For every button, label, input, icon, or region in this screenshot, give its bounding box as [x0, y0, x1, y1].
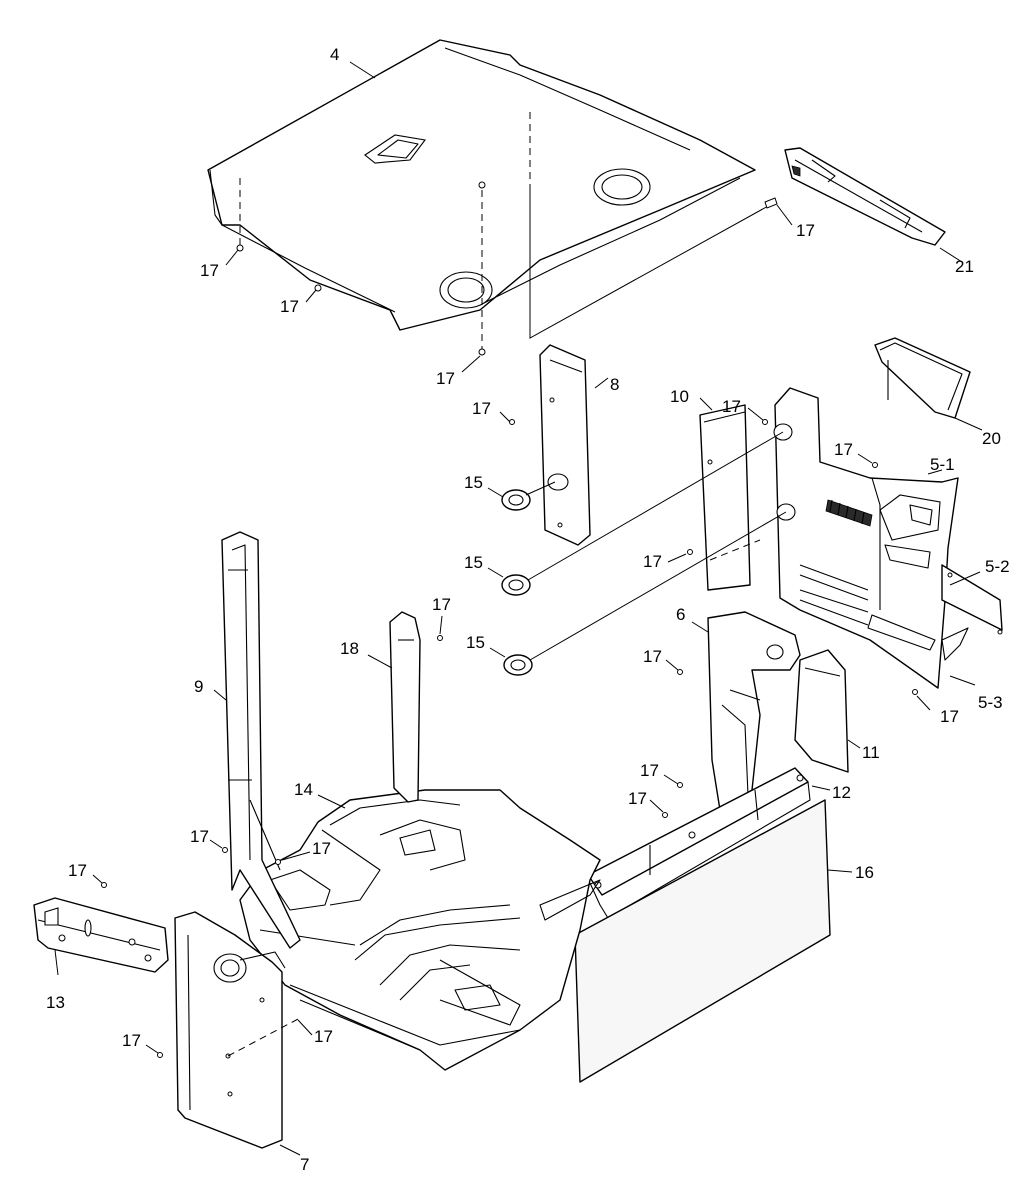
part-15-grommet-middle: [501, 574, 531, 596]
callout-17: 17: [940, 707, 959, 726]
callout-17: 17: [68, 861, 87, 880]
callout-11: 11: [862, 743, 880, 762]
part-4-roof-panel: [207, 39, 756, 331]
callout-8: 8: [610, 375, 619, 394]
fastener-path-line: [227, 1017, 301, 1057]
part-14-floor-mat: [239, 789, 601, 1071]
fastener-clips: [101, 197, 918, 1058]
callout-17: 17: [640, 761, 659, 780]
callout-9: 9: [194, 677, 203, 696]
part-18-pillar-trim: [389, 611, 421, 803]
callout-17: 17: [796, 221, 815, 240]
callout-17: 17: [643, 552, 662, 571]
alignment-line: [529, 190, 771, 339]
part-5-quarter-panel: [773, 387, 1003, 689]
callout-17: 17: [312, 839, 331, 858]
callout-15: 15: [464, 473, 483, 492]
callout-21: 21: [955, 257, 974, 276]
callout-16: 16: [855, 863, 874, 882]
part-10-pillar-trim: [699, 404, 751, 591]
callout-leader-lines: [54, 61, 983, 1156]
alignment-line: [529, 511, 787, 661]
callout-13: 13: [46, 993, 65, 1012]
alignment-line: [525, 481, 556, 496]
callout-17: 17: [122, 1031, 141, 1050]
callout-17: 17: [314, 1027, 333, 1046]
part-20-cup-holder: [874, 337, 971, 419]
callout-17: 17: [436, 369, 455, 388]
part-11-panel-trim: [794, 649, 849, 773]
part-13-bracket: [33, 897, 169, 973]
part-16-step-panel: [574, 799, 831, 1083]
callout-6: 6: [676, 605, 685, 624]
callout-17: 17: [722, 397, 741, 416]
callout-17: 17: [432, 595, 451, 614]
callout-17: 17: [472, 399, 491, 418]
callout-5-1: 5-1: [930, 455, 955, 474]
alignment-line: [527, 431, 784, 581]
callout-5-3: 5-3: [978, 693, 1003, 712]
callout-7: 7: [300, 1155, 309, 1174]
part-15-grommet-upper: [501, 489, 531, 511]
callout-15: 15: [466, 633, 485, 652]
callout-18: 18: [340, 639, 359, 658]
part-6-side-panel: [707, 611, 801, 811]
callout-5-2: 5-2: [985, 557, 1010, 576]
callout-12: 12: [832, 783, 851, 802]
callout-15: 15: [464, 553, 483, 572]
callout-4: 4: [330, 45, 339, 64]
part-8-pillar-trim: [539, 344, 591, 546]
part-7-rear-side-panel: [174, 911, 286, 1149]
part-15-grommet-lower: [503, 654, 533, 676]
callout-17: 17: [834, 440, 853, 459]
callout-10: 10: [670, 387, 689, 406]
callout-17: 17: [628, 789, 647, 808]
callout-17: 17: [190, 827, 209, 846]
fastener-path-line: [709, 539, 761, 561]
callout-14: 14: [294, 780, 313, 799]
part-9-pillar-trim: [221, 531, 301, 949]
callout-17: 17: [643, 647, 662, 666]
callout-17: 17: [280, 297, 299, 316]
part-21-trim-strip: [784, 147, 946, 246]
callout-17: 17: [200, 261, 219, 280]
callout-20: 20: [982, 429, 1001, 448]
